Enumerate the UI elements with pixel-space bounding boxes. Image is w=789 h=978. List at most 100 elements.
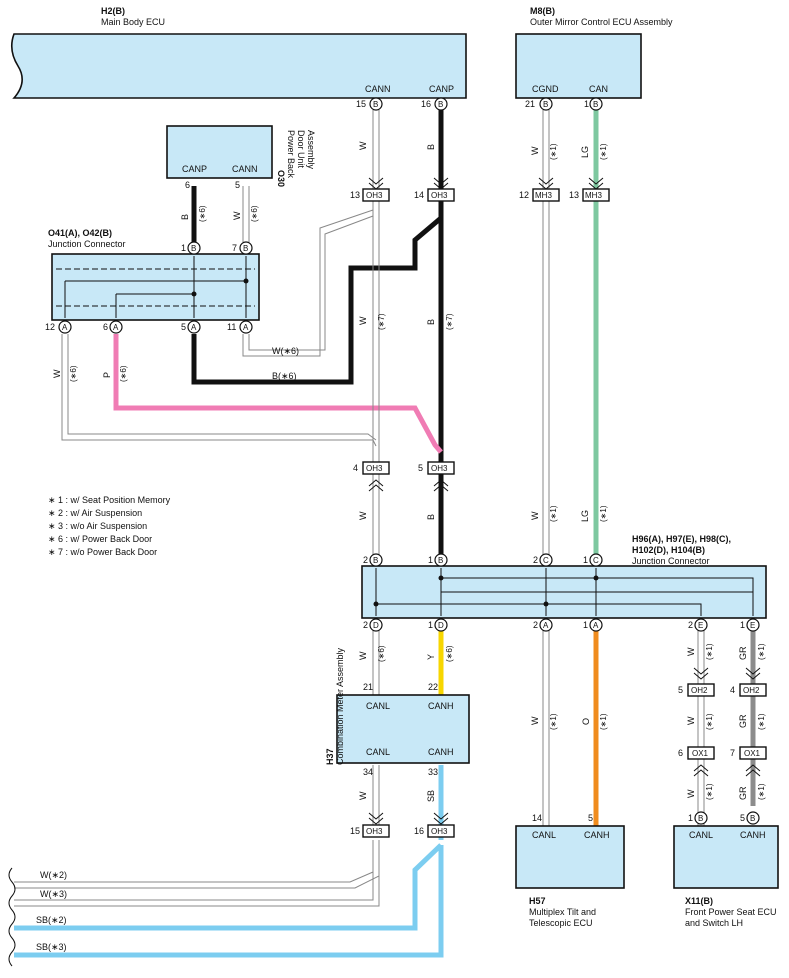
- svg-text:W: W: [358, 511, 368, 520]
- h37-canh-bottom: CANH: [428, 747, 454, 757]
- svg-text:OH2: OH2: [743, 686, 760, 695]
- wire-pink-p6: [113, 334, 443, 454]
- o41-junction-connector-box: [51, 253, 260, 321]
- h96-id2: H102(D), H104(B): [632, 545, 705, 555]
- o30-name-2: Door Unit: [296, 130, 306, 169]
- legend-2: ∗ 2 : w/ Air Suspension: [48, 508, 142, 518]
- svg-text:2: 2: [363, 620, 368, 630]
- pin-o30-5: 5: [235, 180, 240, 190]
- conn-oh3-15: OH3 15: [350, 812, 390, 838]
- pin-h96-1B: B1: [428, 553, 448, 567]
- svg-text:LG: LG: [580, 510, 590, 522]
- h37-combination-meter-box: [336, 694, 470, 764]
- svg-text:11: 11: [227, 322, 236, 332]
- pin-h57-14: 14: [532, 813, 542, 823]
- h96-internal-lines: [375, 568, 754, 616]
- svg-text:6: 6: [103, 322, 108, 332]
- h37-canl-bottom: CANL: [366, 747, 390, 757]
- svg-text:W: W: [358, 141, 368, 150]
- wire-black-b6: [191, 216, 443, 385]
- m8-pin-cgnd-label: CGND: [532, 84, 559, 94]
- svg-text:5: 5: [418, 463, 423, 473]
- m8-id: M8(B): [530, 6, 555, 16]
- svg-text:W: W: [530, 716, 540, 725]
- white-wires: [14, 110, 705, 907]
- svg-text:OH3: OH3: [431, 464, 448, 473]
- svg-text:E: E: [750, 621, 755, 630]
- svg-text:16: 16: [414, 826, 424, 836]
- svg-text:W: W: [686, 647, 696, 656]
- svg-text:12: 12: [519, 190, 529, 200]
- svg-text:MH3: MH3: [535, 191, 552, 200]
- conn-mh3-12: MH3 12: [519, 177, 560, 202]
- o30-name-1: Power Back: [286, 130, 296, 179]
- svg-text:1: 1: [688, 813, 693, 823]
- svg-text:C: C: [543, 556, 549, 565]
- svg-text:D: D: [438, 621, 444, 630]
- svg-text:A: A: [543, 621, 549, 630]
- pin-h96-2D: D2: [363, 618, 383, 632]
- svg-text:W: W: [52, 369, 62, 378]
- legend-6: ∗ 6 : w/ Power Back Door: [48, 534, 152, 544]
- svg-text:5: 5: [678, 685, 683, 695]
- o30-name-3: Assembly: [306, 130, 316, 170]
- h57-id: H57: [529, 896, 546, 906]
- svg-text:(∗1): (∗1): [599, 713, 608, 730]
- wire-break-marks: [8, 867, 16, 967]
- wire-labels: W B W (∗1) LG (∗1) B (∗6) W (∗6) W (∗7) …: [52, 141, 766, 802]
- svg-text:(∗6): (∗6): [377, 645, 386, 662]
- h57-name-2: Telescopic ECU: [529, 918, 593, 928]
- pin-h37-22: 22: [428, 682, 438, 692]
- svg-text:1: 1: [584, 99, 589, 109]
- h2-id: H2(B): [101, 6, 125, 16]
- svg-text:OH3: OH3: [366, 464, 383, 473]
- pin-h96-1E: E1: [740, 618, 760, 632]
- h57-name-1: Multiplex Tilt and: [529, 907, 596, 917]
- legend: ∗ 1 : w/ Seat Position Memory ∗ 2 : w/ A…: [48, 495, 171, 557]
- svg-text:SB: SB: [426, 790, 436, 802]
- svg-text:OX1: OX1: [744, 749, 761, 758]
- o30-pin-canp-label: CANP: [182, 164, 207, 174]
- svg-text:B: B: [593, 100, 598, 109]
- conn-mh3-13: MH3 13: [569, 177, 610, 202]
- h37-id: H37: [325, 748, 335, 765]
- svg-text:2: 2: [688, 620, 693, 630]
- pin-x11-5: B5: [740, 811, 760, 825]
- svg-text:15: 15: [356, 99, 366, 109]
- svg-text:A: A: [62, 323, 68, 332]
- h96-name: Junction Connector: [632, 556, 710, 566]
- pin-h96-2E: E2: [688, 618, 708, 632]
- h37-canh-top: CANH: [428, 701, 454, 711]
- svg-text:W: W: [530, 511, 540, 520]
- x11-name-2: and Switch LH: [685, 918, 743, 928]
- svg-text:W: W: [686, 716, 696, 725]
- svg-text:B: B: [426, 514, 436, 520]
- svg-text:W: W: [358, 651, 368, 660]
- pin-h37-21: 21: [363, 682, 373, 692]
- h37-canl-top: CANL: [366, 701, 390, 711]
- svg-text:B: B: [698, 814, 703, 823]
- pin-h96-2B: B2: [363, 553, 383, 567]
- h57-multiplex-tilt-ecu-box: [515, 825, 625, 889]
- svg-text:A: A: [593, 621, 599, 630]
- legend-7: ∗ 7 : w/o Power Back Door: [48, 547, 157, 557]
- svg-text:W: W: [686, 789, 696, 798]
- svg-text:OH2: OH2: [691, 686, 708, 695]
- label-sb3: SB(∗3): [36, 942, 67, 952]
- svg-text:21: 21: [525, 99, 535, 109]
- label-sb2: SB(∗2): [36, 915, 67, 925]
- svg-text:A: A: [113, 323, 119, 332]
- pin-h37-34: 34: [363, 767, 373, 777]
- conn-oh2-5: OH2 5: [678, 667, 715, 697]
- svg-text:1: 1: [583, 620, 588, 630]
- svg-text:MH3: MH3: [585, 191, 602, 200]
- conn-oh3-4: OH3 4: [353, 461, 390, 492]
- m8-pin-can-label: CAN: [589, 84, 608, 94]
- h96-id: H96(A), H97(E), H98(C),: [632, 534, 731, 544]
- m8-outer-mirror-ecu-box: [515, 33, 642, 99]
- svg-text:OH3: OH3: [366, 191, 383, 200]
- h2-main-body-ecu-box: [10, 33, 467, 99]
- svg-text:(∗7): (∗7): [445, 313, 454, 330]
- svg-text:OX1: OX1: [692, 749, 709, 758]
- svg-text:1: 1: [428, 620, 433, 630]
